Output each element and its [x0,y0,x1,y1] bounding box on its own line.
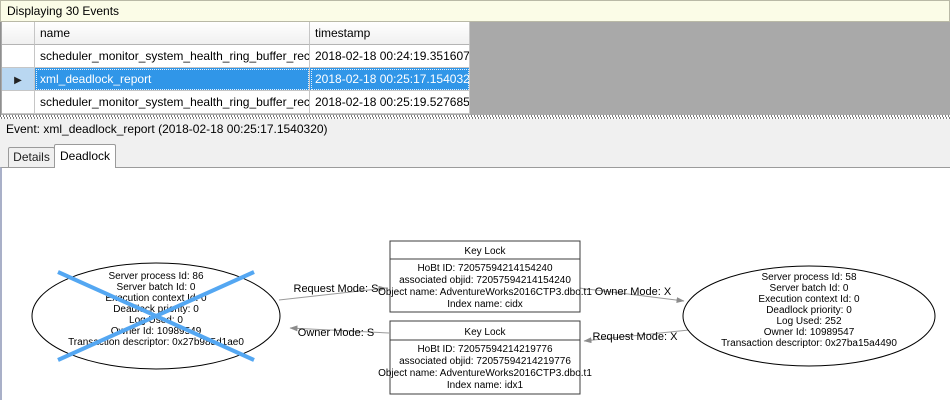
row-selector-cell[interactable] [2,91,35,114]
lock-title: Key Lock [464,327,506,338]
edge-request-x: Request Mode: X [583,329,690,344]
process-line: Log Used: 0 [129,315,183,326]
process-line: Owner Id: 10989547 [764,327,855,338]
process-node-victim[interactable]: Server process Id: 86 Server batch Id: 0… [31,262,281,370]
grid-corner-cell [2,22,35,45]
process-node[interactable]: Server process Id: 58 Server batch Id: 0… [682,265,936,367]
cell-timestamp[interactable]: 2018-02-18 00:24:19.3516078 [310,45,470,68]
process-line: Server process Id: 86 [108,271,203,282]
lock-line: Index name: idx1 [447,380,524,391]
lock-line: HoBt ID: 72057594214219776 [417,344,553,355]
selected-event-bar: Event: xml_deadlock_report (2018-02-18 0… [0,119,950,140]
process-line: Server process Id: 58 [761,272,856,283]
process-line: Execution context Id: 0 [105,293,207,304]
column-header-name[interactable]: name [35,22,310,45]
lock-title: Key Lock [464,246,506,257]
edge-owner-x: Owner Mode: X [578,286,685,304]
lock-line: Object name: AdventureWorks2016CTP3.dbo.… [378,287,592,298]
lock-line: Object name: AdventureWorks2016CTP3.dbo.… [378,368,592,379]
process-line: Log Used: 252 [776,316,841,327]
current-row-arrow-icon: ▶ [14,75,22,86]
edge-label-owner-x: Owner Mode: X [595,286,672,298]
resource-node-keylock-top[interactable]: Key Lock HoBt ID: 72057594214154240 asso… [378,240,592,313]
edge-request-s: Request Mode: S [278,283,387,301]
events-grid-zone: name timestamp scheduler_monitor_system_… [0,22,950,115]
table-row[interactable]: scheduler_monitor_system_health_ring_buf… [2,91,470,114]
column-header-timestamp[interactable]: timestamp [310,22,470,45]
row-selector-cell[interactable]: ▶ [2,68,35,91]
edge-owner-s: Owner Mode: S [289,325,390,339]
lock-line: Index name: cidx [447,299,523,310]
selected-event-label: Event: xml_deadlock_report (2018-02-18 0… [6,122,328,136]
lock-line: associated objid: 72057594214219776 [399,356,571,367]
grid-header-row: name timestamp [2,22,470,45]
lock-line: HoBt ID: 72057594214154240 [417,263,553,274]
detail-tab-strip: Details Deadlock [0,140,950,168]
table-row-selected[interactable]: ▶ xml_deadlock_report 2018-02-18 00:25:1… [2,68,470,91]
process-line: Transaction descriptor: 0x27ba15a4490 [721,338,897,349]
process-line: Server batch Id: 0 [770,283,849,294]
tab-details[interactable]: Details [8,147,55,167]
cell-name[interactable]: scheduler_monitor_system_health_ring_buf… [35,91,310,114]
process-line: Execution context Id: 0 [758,294,860,305]
lock-line: associated objid: 72057594214154240 [399,275,571,286]
deadlock-graph: Request Mode: S Owner Mode: S Owner Mode… [31,240,936,395]
events-count-banner: Displaying 30 Events [0,0,950,22]
resource-node-keylock-bottom[interactable]: Key Lock HoBt ID: 72057594214219776 asso… [378,320,592,395]
tab-deadlock[interactable]: Deadlock [54,144,116,168]
process-line: Server batch Id: 0 [117,282,196,293]
cell-timestamp[interactable]: 2018-02-18 00:25:17.1540320 [310,68,470,91]
process-line: Transaction descriptor: 0x27b985d1ae0 [68,337,244,348]
victim-x-icon [57,270,255,362]
edge-label-request-x: Request Mode: X [593,331,679,343]
edge-label-owner-s: Owner Mode: S [298,327,374,339]
cell-timestamp[interactable]: 2018-02-18 00:25:19.5276859 [310,91,470,114]
cell-name[interactable]: scheduler_monitor_system_health_ring_buf… [35,45,310,68]
table-row[interactable]: scheduler_monitor_system_health_ring_buf… [2,45,470,68]
deadlock-tab-panel: Request Mode: S Owner Mode: S Owner Mode… [0,167,950,400]
row-selector-cell[interactable] [2,45,35,68]
edge-label-request-s: Request Mode: S [294,283,379,295]
process-line: Deadlock priority: 0 [766,305,852,316]
grid-detail-splitter[interactable] [0,115,950,119]
events-count-label: Displaying 30 Events [7,4,120,18]
process-line: Deadlock priority: 0 [113,304,199,315]
process-line: Owner Id: 10989549 [111,326,202,337]
cell-name[interactable]: xml_deadlock_report [35,68,310,91]
events-grid: name timestamp scheduler_monitor_system_… [2,22,470,114]
